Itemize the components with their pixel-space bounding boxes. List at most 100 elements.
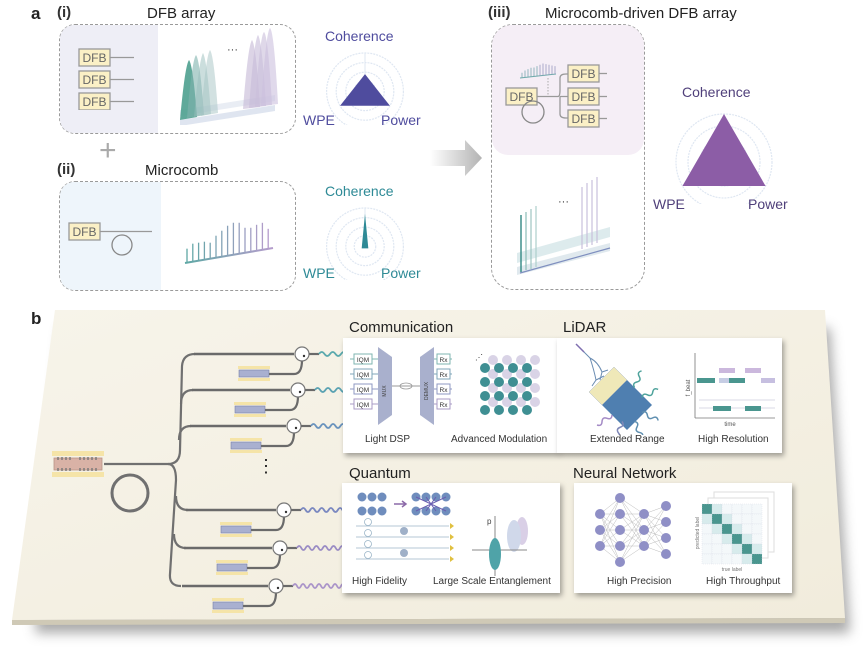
sub-iii-numeral: (iii)	[488, 4, 511, 21]
sub-i-title: DFB array	[147, 5, 216, 22]
neuron	[615, 541, 625, 551]
waveguide	[167, 462, 182, 588]
microcomb-dfb-spectrum: ···	[517, 177, 611, 275]
caption-advanced-modulation: Advanced Modulation	[451, 434, 548, 445]
dfb-laser-pad	[216, 560, 248, 563]
sub-ii-numeral: (ii)	[57, 161, 76, 178]
confusion-matrix: predicted label true label	[695, 491, 775, 573]
output-wave	[310, 423, 350, 429]
radar-value-area	[340, 74, 390, 106]
matrix-cell	[751, 523, 763, 535]
waveguide	[243, 591, 278, 608]
beat-segment	[745, 406, 761, 411]
iqm-box	[353, 353, 373, 365]
constellation-point	[522, 363, 532, 373]
qubit	[357, 492, 367, 502]
waveguide	[174, 495, 189, 512]
constellation-point	[480, 377, 490, 387]
constellation-point	[508, 405, 518, 415]
waveguide	[172, 533, 187, 550]
matrix-cell	[721, 523, 733, 535]
y-axis-label: f_beat	[686, 379, 692, 396]
ellipsis: ⋰	[475, 353, 483, 362]
matrix-cell	[741, 533, 753, 545]
dfb-laser-pad	[238, 378, 270, 381]
mini-comb	[519, 63, 557, 79]
neuron	[639, 525, 649, 535]
caption-extended-range: Extended Range	[590, 434, 665, 445]
constellation-point	[494, 363, 504, 373]
matrix-cell	[731, 543, 743, 555]
radar-chart	[326, 52, 404, 125]
matrix-cell	[751, 503, 763, 515]
constellation-point	[522, 391, 532, 401]
matrix-cell	[721, 533, 733, 545]
neuron	[615, 557, 625, 567]
dfb-laser-pad	[234, 414, 266, 417]
matrix-cell	[751, 533, 763, 545]
caption-high-resolution: High Resolution	[698, 434, 769, 445]
beat-segment-ghost	[719, 378, 733, 383]
phase-shifters	[588, 366, 628, 406]
matrix-cell	[701, 533, 713, 545]
dfb-array-box	[59, 24, 296, 134]
svg-text:···: ···	[558, 196, 569, 208]
high-fidelity-diagram	[356, 492, 454, 562]
iqm-box	[353, 368, 373, 380]
matrix-cell	[741, 503, 753, 515]
y-axis-label: predicted label	[695, 517, 701, 550]
radar-coherence-label: Coherence	[325, 183, 394, 199]
entanglement-diagram: p	[472, 516, 528, 576]
constellation-point	[480, 405, 490, 415]
synapse	[643, 505, 667, 531]
constellation-point	[480, 391, 490, 401]
iqm-box	[353, 398, 373, 410]
matrix-cell	[741, 523, 753, 535]
radar-grid-ring	[353, 235, 377, 258]
matrix-cell	[741, 553, 753, 565]
qubit	[367, 506, 377, 516]
panel-a-label: a	[31, 4, 41, 23]
dfb-chip: DFB	[567, 109, 607, 128]
circulator-dot	[294, 426, 298, 430]
radar-coherence-label: Coherence	[682, 84, 751, 100]
waveguide	[247, 553, 282, 570]
comb-baseline	[519, 73, 557, 79]
sub-ii-title: Microcomb	[145, 162, 219, 179]
dfb-laser-pad	[220, 522, 252, 525]
microring-icon	[111, 234, 133, 256]
plus-icon: +	[99, 134, 117, 167]
radar-wpe-label: WPE	[303, 112, 335, 128]
waveguide	[167, 352, 196, 466]
circulator-icon	[294, 346, 310, 362]
matrix-cell	[701, 513, 713, 525]
dfb-chip: DFB	[567, 64, 607, 83]
synapse	[619, 513, 645, 547]
matrix-cell	[721, 513, 733, 525]
synapse	[599, 497, 621, 547]
dfb-laser-pad	[230, 438, 262, 441]
gate	[400, 527, 408, 535]
iqm-label: IQM	[357, 402, 369, 409]
svg-text:DFB: DFB	[572, 67, 596, 81]
microring-icon	[521, 100, 545, 124]
microcomb-dfb-chip: DFB DFB DFB DFB	[505, 63, 607, 128]
constellation-point-ghost	[530, 397, 540, 407]
beam-wave	[641, 411, 659, 421]
matrix-cell	[741, 543, 753, 555]
matrix-cell	[751, 543, 763, 555]
synapse	[619, 529, 645, 563]
beat-segment-ghost	[745, 368, 761, 373]
dfb-chip: DFB	[78, 48, 134, 67]
circulator-icon	[286, 418, 302, 434]
neuron	[639, 509, 649, 519]
constellation-point	[480, 363, 490, 373]
matrix-cell	[751, 553, 763, 565]
x-axis-label: true label	[722, 567, 743, 573]
radar-wpe-label: WPE	[303, 265, 335, 281]
dfb-laser	[230, 441, 262, 450]
matrix-cell	[711, 503, 723, 515]
